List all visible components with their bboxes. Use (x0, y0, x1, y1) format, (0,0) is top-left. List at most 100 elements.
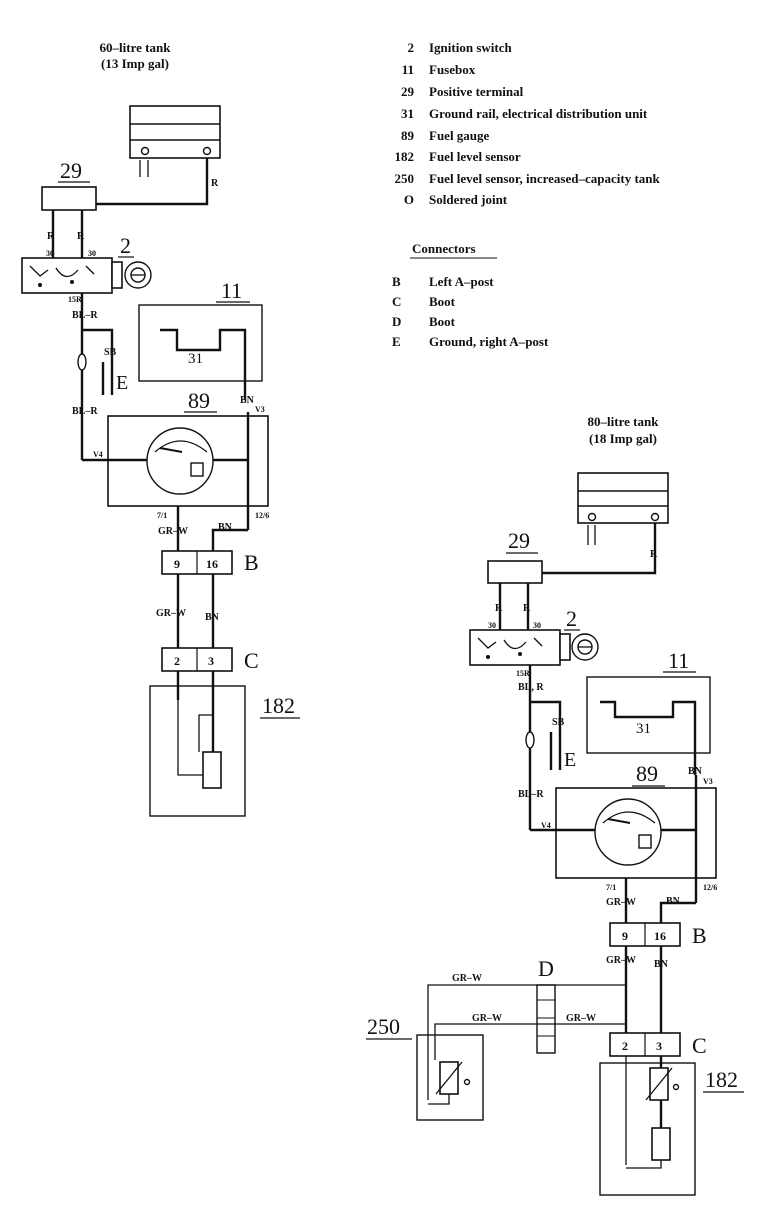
legend-num-2: 2 (408, 40, 415, 55)
fuel-level-sensor-182 (149, 685, 246, 817)
tank60-title: 60–litre tank (100, 40, 172, 55)
wire-label-bn-3: BN (205, 612, 220, 623)
gauge-pin-topright-2: V3 (703, 777, 713, 786)
component-legend: 2 Ignition switch 11 Fusebox 29 Positive… (395, 40, 661, 207)
battery-symbol (129, 105, 221, 177)
fuel-level-sensor-182-right (599, 1062, 696, 1196)
fusebox-11 (138, 304, 263, 382)
legend-num-182: 182 (395, 149, 415, 164)
label-2-right: 2 (566, 606, 577, 631)
wire-label-gr-w-2: GR–W (156, 608, 186, 619)
wire-label-bn-2: BN (218, 522, 233, 533)
wire-label-r-left: R (47, 231, 55, 242)
connector-d-label: D (538, 956, 554, 981)
pin-c-2: 2 (174, 654, 180, 668)
wire-label-bn-5: BN (666, 896, 681, 907)
connector-e-right: E (564, 749, 576, 771)
wire-label-gr-w-3: GR–W (606, 897, 636, 908)
wire-label-r-right: R (77, 231, 85, 242)
ign-pin-left: 30 (46, 249, 54, 258)
legend-desc-11: Fusebox (429, 62, 476, 77)
label-11: 11 (221, 278, 242, 303)
connectors-heading: Connectors (412, 241, 476, 256)
circuit-60-litre: 60–litre tank (13 Imp gal) R 29 R R (21, 40, 300, 817)
gauge-pin-left: V4 (93, 450, 103, 459)
legend-num-soldered: O (404, 192, 414, 207)
connector-legend-b: B (392, 274, 401, 289)
ign-pin-out: 15R (68, 295, 82, 304)
tank80-title: 80–litre tank (588, 414, 660, 429)
fuel-gauge-89-right (555, 787, 717, 879)
legend-desc-2: Ignition switch (429, 40, 512, 55)
ignition-switch-2 (21, 257, 152, 294)
label-182: 182 (262, 693, 295, 718)
connector-d (536, 984, 556, 1054)
pin-c-2-right: 2 (622, 1039, 628, 1053)
legend-num-89: 89 (401, 128, 415, 143)
gauge-pin-bottomleft-2: 7/1 (606, 883, 616, 892)
ign-pin-out-2: 15R (516, 669, 530, 678)
ign-pin-right-2: 30 (533, 621, 541, 630)
fusebox-11-right (586, 676, 711, 754)
label-31-right: 31 (636, 721, 651, 737)
ignition-switch-2-right (469, 629, 599, 666)
connector-b-label-right: B (692, 923, 707, 948)
pin-c-3: 3 (208, 654, 214, 668)
connector-legend-b-desc: Left A–post (429, 274, 494, 289)
wire-label-r-3: R (495, 603, 503, 614)
ign-pin-left-2: 30 (488, 621, 496, 630)
circuit-80-litre: 80–litre tank (18 Imp gal) R 29 R R (366, 414, 744, 1196)
positive-terminal-29 (41, 186, 97, 211)
connector-legend-e-desc: Ground, right A–post (429, 334, 549, 349)
wire-label-gr-w-5: GR–W (452, 973, 482, 984)
tank60-subtitle: (13 Imp gal) (101, 56, 169, 71)
pin-b-16-right: 16 (654, 929, 666, 943)
legend-desc-29: Positive terminal (429, 84, 524, 99)
wire-label-bn: BN (240, 395, 255, 406)
label-2: 2 (120, 233, 131, 258)
label-29-right: 29 (508, 528, 530, 553)
gauge-pin-left-2: V4 (541, 821, 551, 830)
label-250: 250 (367, 1014, 400, 1039)
pin-b-16: 16 (206, 557, 218, 571)
connector-c-label: C (244, 648, 259, 673)
pin-b-9: 9 (174, 557, 180, 571)
gauge-pin-topright: V3 (255, 405, 265, 414)
legend-num-250: 250 (395, 171, 415, 186)
gauge-pin-bottomleft: 7/1 (157, 511, 167, 520)
connector-b-label: B (244, 550, 259, 575)
label-89: 89 (188, 388, 210, 413)
wire-label-bl-r: BL–R (72, 310, 98, 321)
wire-label-bl-r-3: BL, R (518, 682, 544, 693)
wire-label-bn-4: BN (688, 766, 703, 777)
wire-label-bn-6: BN (654, 959, 669, 970)
soldered-joint-2 (525, 731, 535, 749)
ign-pin-right: 30 (88, 249, 96, 258)
wire-label-bl-r-2: BL–R (72, 406, 98, 417)
fuel-level-sensor-250 (416, 1034, 484, 1121)
legend-desc-89: Fuel gauge (429, 128, 490, 143)
label-11-right: 11 (668, 648, 689, 673)
wire-label-r-4: R (523, 603, 531, 614)
gauge-pin-bottomright: 12/6 (255, 511, 269, 520)
legend-num-29: 29 (401, 84, 415, 99)
pin-b-9-right: 9 (622, 929, 628, 943)
label-sb-2: SB (552, 717, 565, 728)
connector-c-label-right: C (692, 1033, 707, 1058)
wire-label-r-2: R (650, 549, 658, 560)
wire-label-gr-w-7: GR–W (566, 1013, 596, 1024)
label-sb: SB (104, 347, 117, 358)
tank80-subtitle: (18 Imp gal) (589, 431, 657, 446)
wire-label-gr-w-6: GR–W (472, 1013, 502, 1024)
legend-desc-soldered: Soldered joint (429, 192, 508, 207)
legend-desc-31: Ground rail, electrical distribution uni… (429, 106, 648, 121)
legend-desc-250: Fuel level sensor, increased–capacity ta… (429, 171, 661, 186)
legend-num-11: 11 (402, 62, 414, 77)
connector-legend-e: E (392, 334, 401, 349)
positive-terminal-29-right (487, 560, 543, 584)
wire-label-gr-w: GR–W (158, 526, 188, 537)
connector-legend: Connectors B Left A–post C Boot D Boot E… (392, 241, 549, 349)
gauge-pin-bottomright-2: 12/6 (703, 883, 717, 892)
connector-legend-d: D (392, 314, 401, 329)
